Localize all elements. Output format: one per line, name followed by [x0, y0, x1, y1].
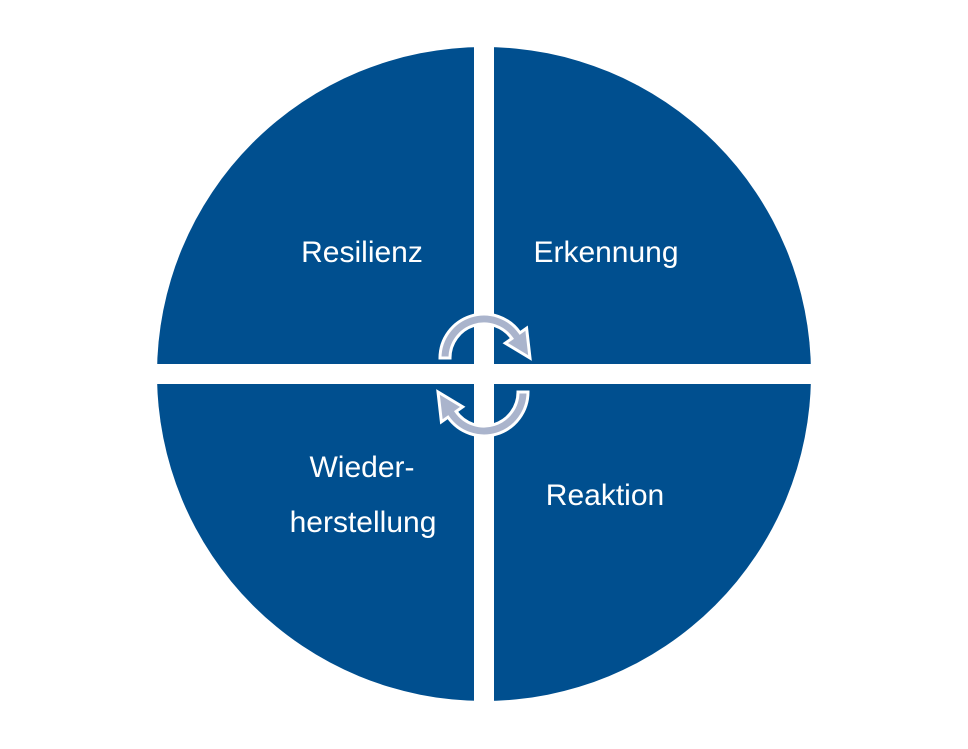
label-reaktion: Reaktion [546, 479, 664, 512]
label-erkennung: Erkennung [533, 236, 678, 269]
horizontal-divider [150, 364, 820, 384]
curved-arrow-bottom-icon [436, 389, 530, 438]
label-wiederherstellung-line2: herstellung [290, 506, 437, 539]
label-wiederherstellung-line1: Wieder- [309, 451, 414, 484]
label-resilienz: Resilienz [301, 236, 423, 269]
curved-arrow-top-icon [438, 312, 532, 361]
cycle-arrows [436, 312, 532, 438]
